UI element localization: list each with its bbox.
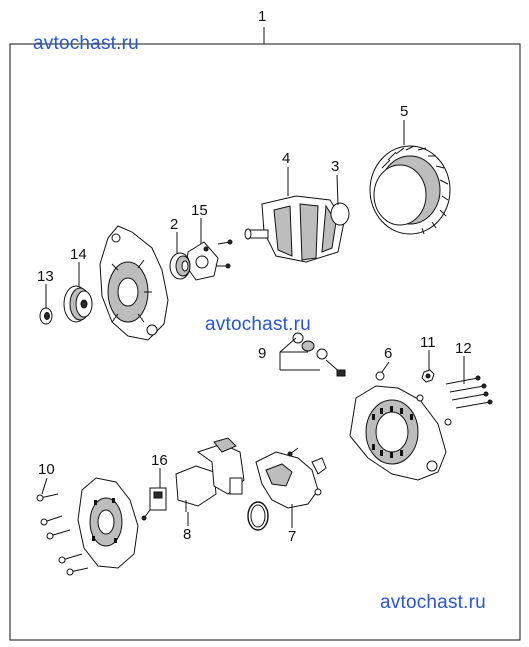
callout-4: 4 — [282, 150, 290, 167]
watermark-bottom: avtochast.ru — [380, 592, 486, 613]
callout-8: 8 — [183, 526, 191, 543]
watermark-middle: avtochast.ru — [205, 314, 311, 335]
terminal-bolts — [445, 375, 493, 409]
callout-9: 9 — [258, 345, 266, 362]
callout-14: 14 — [70, 246, 87, 263]
brush-holder — [141, 487, 167, 521]
rear-cover — [77, 477, 139, 569]
rear-housing — [349, 371, 447, 481]
callout-2: 2 — [170, 216, 178, 233]
rectifier — [247, 447, 327, 531]
callout-3: 3 — [331, 158, 339, 175]
callout-10: 10 — [38, 461, 55, 478]
front-housing — [99, 225, 169, 341]
bearing — [169, 252, 191, 280]
bearing-retainer — [185, 239, 233, 281]
regulator — [175, 437, 245, 512]
callout-6: 6 — [384, 345, 392, 362]
watermark-top: avtochast.ru — [33, 33, 139, 54]
diagram-frame — [9, 43, 521, 641]
through-bolts — [36, 493, 89, 576]
pulley — [63, 285, 93, 323]
pulley-nut — [39, 307, 53, 325]
nut — [416, 369, 452, 426]
callout-16: 16 — [151, 452, 168, 469]
callout-15: 15 — [191, 202, 208, 219]
bushing-set — [279, 332, 346, 377]
callout-12: 12 — [455, 340, 472, 357]
callout-11: 11 — [420, 334, 436, 351]
callout-7: 7 — [288, 528, 296, 545]
callout-5: 5 — [400, 103, 408, 120]
callout-13: 13 — [37, 268, 54, 285]
stator — [369, 145, 451, 235]
callout-1: 1 — [258, 8, 266, 25]
rotor — [244, 195, 350, 263]
